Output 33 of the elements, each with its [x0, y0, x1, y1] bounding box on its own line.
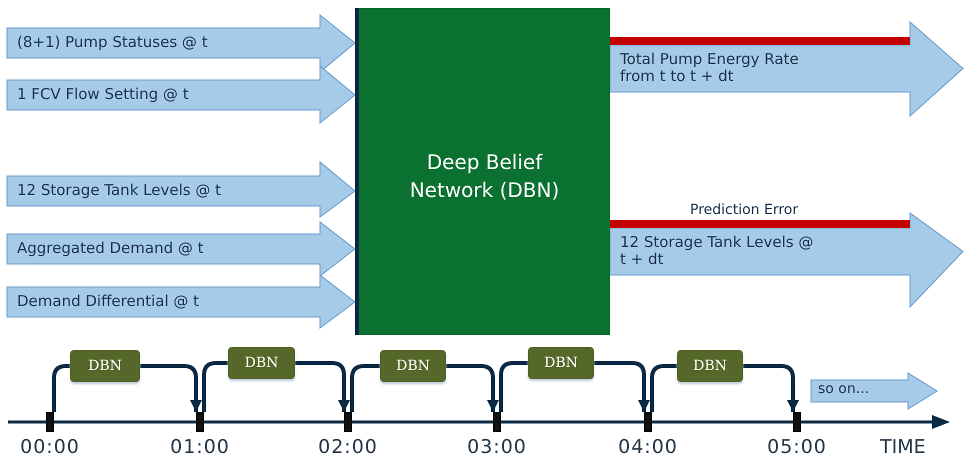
- edge-label: (8+1) Pump Statuses @ t: [17, 34, 209, 51]
- process-box: DBN: [528, 347, 594, 379]
- process-box: DBN: [228, 347, 295, 379]
- arrow: [743, 364, 799, 412]
- process-box: DBN: [677, 350, 743, 382]
- block-arrow: [6, 274, 356, 329]
- block-arrow: [6, 220, 356, 278]
- edge-label: Demand Differential @ t: [17, 293, 200, 310]
- arrow: [295, 361, 350, 412]
- time-label: 03:00: [466, 436, 528, 458]
- block-arrow: [6, 64, 356, 124]
- block-arrow: [610, 20, 964, 118]
- edge-label: 12 Storage Tank Levels @ t: [17, 182, 222, 199]
- process-box: DBN: [380, 350, 446, 382]
- axis-label: TIME: [880, 436, 926, 458]
- edge-label: 1 FCV Flow Setting @ t: [17, 86, 190, 103]
- time-label: 05:00: [766, 436, 828, 458]
- annotation-label: Prediction Error: [690, 202, 798, 218]
- process-box: DBN: [70, 350, 140, 382]
- time-label: 01:00: [169, 436, 231, 458]
- edge-label: 12 Storage Tank Levels @ t + dt: [620, 234, 814, 268]
- arrow: [594, 361, 650, 412]
- arrow: [446, 364, 499, 412]
- block-arrow: [6, 160, 356, 218]
- block-arrow: [610, 212, 964, 308]
- arrow-label: so on...: [818, 381, 870, 397]
- time-label: 00:00: [19, 436, 81, 458]
- edge-label: Total Pump Energy Rate from t to t + dt: [620, 51, 800, 85]
- edge-label: Aggregated Demand @ t: [17, 240, 205, 257]
- time-label: 02:00: [317, 436, 379, 458]
- time-label: 04:00: [617, 436, 679, 458]
- arrow: [140, 364, 202, 412]
- process-box: Deep Belief Network (DBN): [355, 8, 610, 335]
